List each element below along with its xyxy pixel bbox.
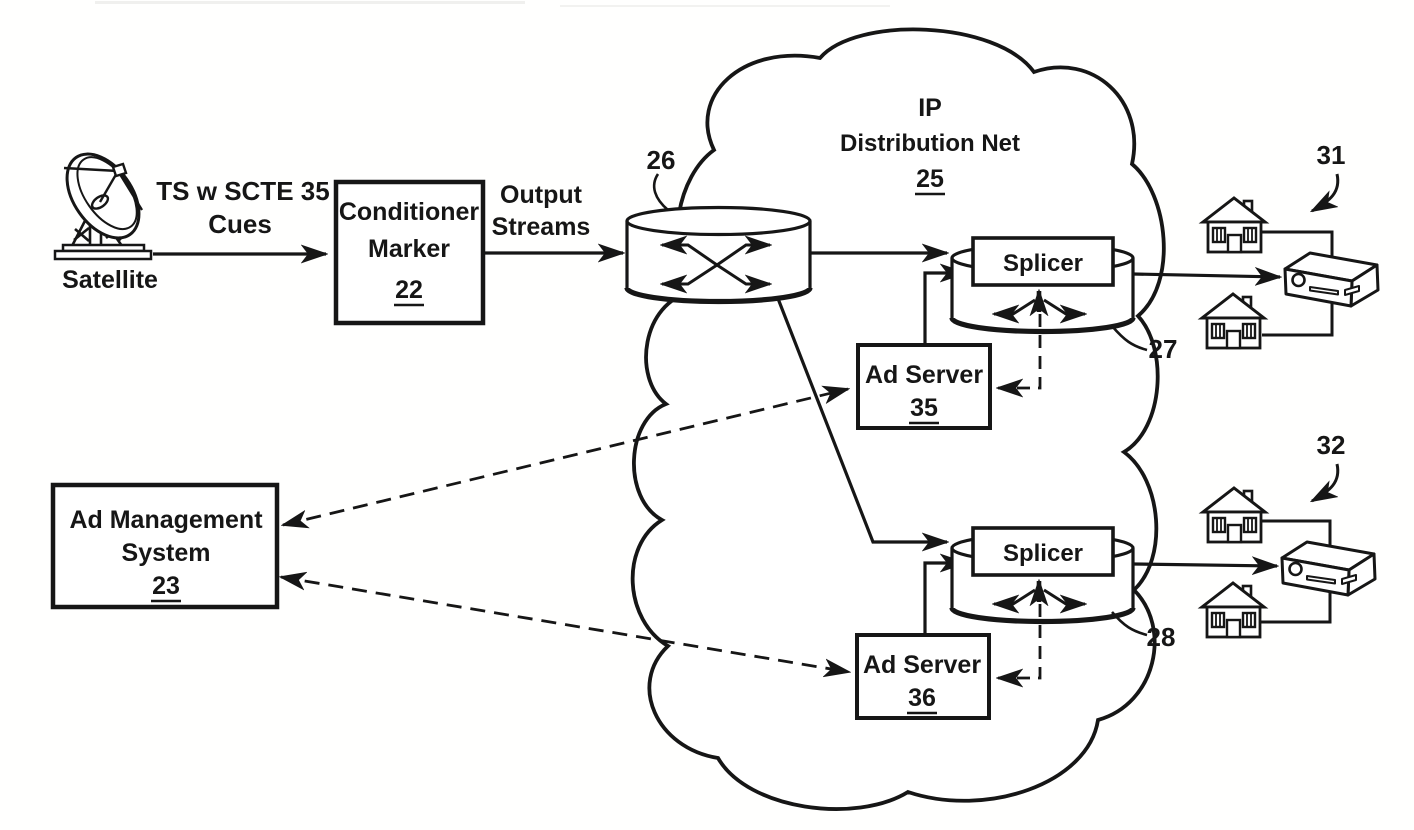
dashed-adserver35-ams	[283, 389, 848, 525]
splicer-27-cross-arrows-icon	[994, 291, 1085, 314]
ad-server-bottom-label: Ad Server	[863, 651, 981, 679]
ad-server-top-label: Ad Server	[865, 361, 983, 389]
conditioner-label-line1: Conditioner	[339, 198, 480, 226]
arrow-splicer28-to-settop	[1132, 564, 1277, 566]
house-icon-2	[1197, 292, 1269, 350]
conditioner-marker-box	[333, 179, 486, 326]
set-top-box-icon-2	[1280, 540, 1377, 597]
ad-management-box	[50, 482, 280, 610]
arrow-splicer27-to-settop	[1132, 274, 1280, 277]
house-icon-1	[1198, 196, 1270, 254]
splicer-bottom-ref: 28	[1147, 622, 1176, 652]
set-top-box-icon-1	[1283, 251, 1380, 308]
feed-label-line2: Cues	[208, 209, 272, 239]
conditioner-ref: 22	[395, 276, 423, 304]
output-label-line2: Streams	[492, 213, 591, 241]
leader-27	[1111, 325, 1148, 352]
house-icon-3	[1198, 486, 1270, 544]
arrow-router-to-splicer-28	[775, 295, 947, 542]
leader-arrow-31	[1312, 173, 1340, 213]
subscriber-top-ref: 31	[1317, 140, 1346, 170]
ad-management-label-line1: Ad Management	[69, 506, 263, 534]
scan-noise	[95, 1, 890, 7]
subscriber-bottom-ref: 32	[1317, 430, 1346, 460]
leader-arrow-32	[1312, 463, 1340, 503]
router-cross-arrows-icon	[662, 245, 770, 284]
cloud-ref: 25	[916, 165, 944, 193]
ad-server-36-box	[855, 633, 991, 720]
router-switch-icon	[624, 205, 813, 305]
conditioner-label-line2: Marker	[368, 235, 450, 263]
house-icon-4	[1197, 581, 1269, 639]
cloud-label-line1: IP	[918, 94, 942, 122]
splicer-top-ref: 27	[1149, 334, 1178, 364]
ad-server-35-box	[856, 343, 992, 430]
splicer-28-cross-arrows-icon	[994, 581, 1085, 604]
ad-management-label-line2: System	[122, 539, 211, 567]
reference-leaders	[652, 173, 1340, 637]
ad-management-ref: 23	[152, 572, 180, 600]
splicer-top-label: Splicer	[1003, 250, 1083, 277]
splicer-bottom-label: Splicer	[1003, 540, 1083, 567]
output-label-line1: Output	[500, 181, 583, 209]
ad-server-bottom-ref: 36	[908, 684, 936, 712]
feed-label-line1: TS w SCTE 35	[156, 176, 329, 206]
ad-server-top-ref: 35	[910, 394, 938, 422]
dashed-splicer28-to-adserver36	[998, 604, 1042, 678]
router-ref: 26	[647, 145, 676, 175]
leader-26	[652, 173, 669, 211]
cloud-label-line2: Distribution Net	[840, 130, 1020, 157]
satellite-label: Satellite	[62, 266, 158, 294]
dashed-splicer27-to-adserver35	[998, 314, 1042, 388]
satellite-dish-icon	[53, 152, 153, 261]
leader-28	[1111, 611, 1148, 637]
